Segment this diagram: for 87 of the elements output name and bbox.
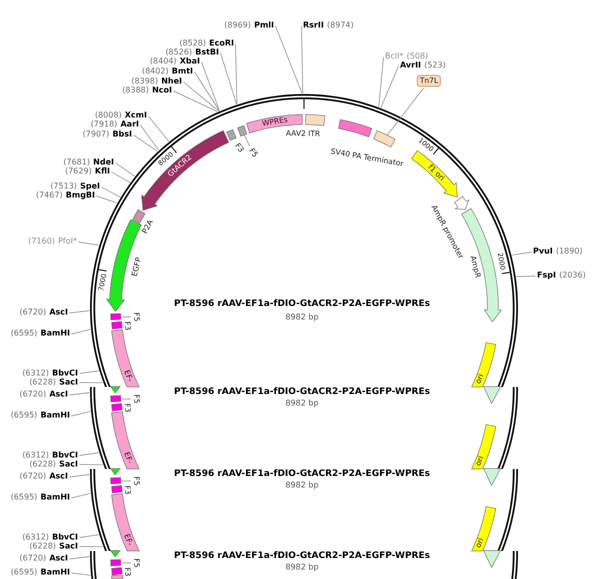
leader-line <box>71 328 91 334</box>
leader-line <box>111 172 130 183</box>
leader-line <box>140 124 160 150</box>
restriction-site-label: (7160) PfoI* <box>28 238 77 246</box>
leader-line <box>69 474 90 478</box>
restriction-site-label: (6228) SacI <box>29 542 78 551</box>
leader-line <box>96 196 118 204</box>
leader-line <box>133 134 158 152</box>
leader-line <box>244 134 250 146</box>
leader-line <box>69 556 90 560</box>
sequence-length: 8982 bp <box>285 482 319 490</box>
restriction-site-label: (7629) KflI <box>65 168 110 176</box>
restriction-site-label: BclI* (508) <box>385 52 428 62</box>
restriction-site-label: (6312) BbvCI <box>22 451 78 460</box>
leader-line <box>79 464 104 466</box>
restriction-site-label: (8398) NheI <box>131 78 182 86</box>
restriction-site-label: (6228) SacI <box>29 460 78 469</box>
backbone-ring <box>497 387 518 469</box>
restriction-site-label: FspI (2036) <box>537 272 586 280</box>
leader-line <box>380 66 399 108</box>
restriction-site-label: (8528) EcoRI <box>179 40 234 48</box>
leader-line <box>101 186 121 198</box>
restriction-site-label: (7467) BmgBI <box>36 192 95 200</box>
restriction-site-label: (6595) BamHI <box>10 568 70 578</box>
backbone-ring <box>90 469 111 551</box>
leader-line <box>120 398 132 400</box>
leader-line <box>120 316 132 318</box>
restriction-site-label: (8388) NcoI <box>122 86 172 96</box>
restriction-site-label: (6595) BamHI <box>10 330 70 338</box>
plasmid-title: PT-8596 rAAV-EF1a-fDIO-GtACR2-P2A-EGFP-WPREs <box>174 470 430 480</box>
restriction-site-label: (6720) AscI <box>20 472 68 482</box>
restriction-site-label: (6720) AscI <box>20 390 68 400</box>
leader-line <box>220 52 237 105</box>
restriction-site-label: (7907) BbsI <box>82 130 132 140</box>
plasmid-title: PT-8596 rAAV-EF1a-fDIO-GtACR2-P2A-EGFP-WPREs <box>174 300 430 310</box>
leader-line <box>71 492 91 498</box>
plasmid-title: PT-8596 rAAV-EF1a-fDIO-GtACR2-P2A-EGFP-WPREs <box>174 388 430 398</box>
backbone-ring <box>511 551 518 579</box>
leader-line <box>79 382 104 384</box>
restriction-site-label: (7918) AarI <box>90 120 139 130</box>
leader-line <box>301 26 304 94</box>
restriction-site-label: (6595) BamHI <box>10 412 70 420</box>
leader-line <box>120 562 132 564</box>
leader-line <box>79 370 100 374</box>
restriction-site-label: (6312) BbvCI <box>22 369 78 378</box>
sequence-length: 8982 bp <box>285 564 319 572</box>
restriction-site-label: (6228) SacI <box>29 378 78 387</box>
leader-line <box>120 480 132 482</box>
restriction-site-label: AvrII (523) <box>400 62 446 70</box>
restriction-site-label: (8526) BstBI <box>165 48 219 58</box>
restriction-site-label: (8402) BmtI <box>142 68 193 76</box>
leader-line <box>78 242 100 246</box>
sequence-length: 8982 bp <box>285 314 319 322</box>
leader-line <box>183 82 220 112</box>
leader-line <box>115 162 135 177</box>
leader-line <box>235 44 238 104</box>
restriction-site-label: (6595) BamHI <box>10 494 70 502</box>
leader-line <box>516 276 536 277</box>
backbone-ring <box>90 387 111 469</box>
leader-line <box>378 56 384 108</box>
restriction-site-label: (7513) SpeI <box>50 182 100 192</box>
restriction-site-label: (6720) AscI <box>20 308 68 318</box>
backbone-ring <box>497 469 518 551</box>
restriction-site-label: (6720) AscI <box>20 554 68 564</box>
leader-line <box>387 88 424 136</box>
restriction-site-label: (8404) XbaI <box>150 58 200 66</box>
restriction-site-label: RsrII (8974) <box>303 22 354 30</box>
restriction-site-label: PvuI (1890) <box>533 248 583 256</box>
leader-line <box>148 116 170 142</box>
leader-line <box>79 452 100 456</box>
leader-line <box>71 572 91 576</box>
leader-line <box>201 62 220 112</box>
leader-line <box>79 534 100 538</box>
leader-line <box>275 26 302 94</box>
restriction-site-label: (6312) BbvCI <box>22 533 78 542</box>
leader-line <box>69 392 90 396</box>
leader-line <box>71 410 91 416</box>
leader-line <box>79 546 104 548</box>
backbone-ring <box>90 551 97 579</box>
leader-line <box>173 90 218 112</box>
leader-line <box>194 72 220 112</box>
leader-line <box>69 310 90 314</box>
plasmid-title: PT-8596 rAAV-EF1a-fDIO-GtACR2-P2A-EGFP-WPREs <box>174 552 430 562</box>
sequence-length: 8982 bp <box>285 400 319 408</box>
restriction-site-label: (7681) NdeI <box>63 158 114 168</box>
restriction-site-label: (8969) PmlI <box>224 22 274 30</box>
leader-line <box>512 252 532 256</box>
